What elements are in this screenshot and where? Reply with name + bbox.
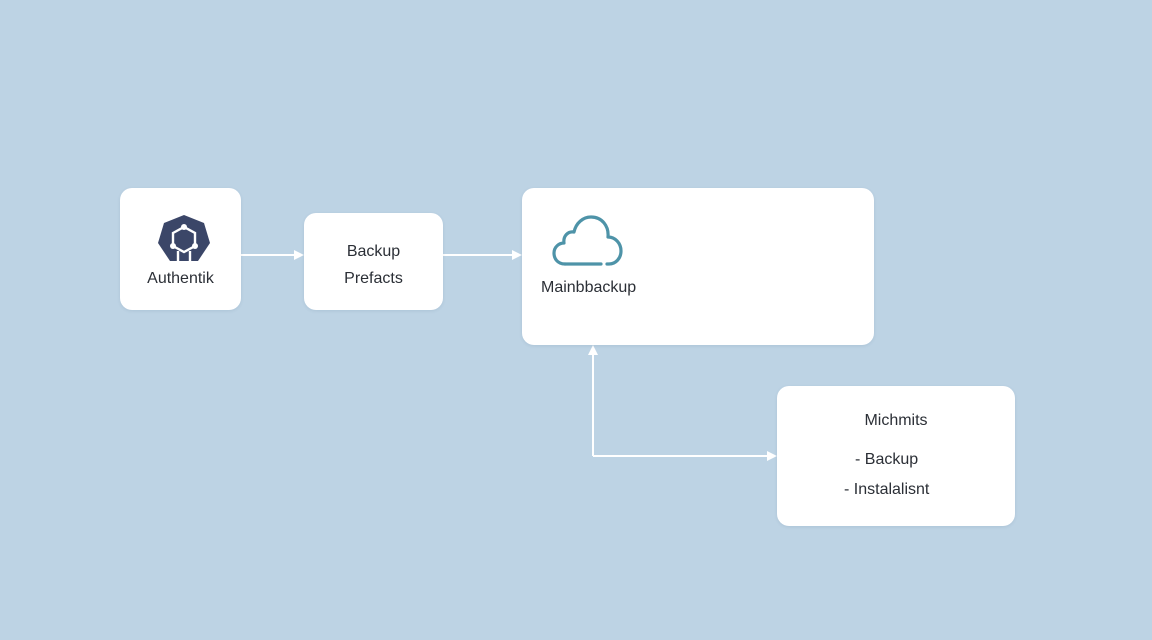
michmits-item-instalalisnt: - Instalalisnt [844, 481, 930, 498]
authentik-label: Authentik [147, 270, 214, 287]
michmits-item-backup: - Backup [855, 451, 919, 468]
michmits-title: Michmits [864, 412, 928, 429]
mainbackup-label: Mainbbackup [541, 279, 637, 296]
cloud-icon [552, 215, 623, 266]
node-mainbackup[interactable] [522, 188, 874, 345]
hexagon-logo-icon [158, 215, 210, 261]
backup-prefacts-label-line1: Backup [346, 243, 401, 260]
node-backup-prefacts[interactable] [304, 213, 443, 310]
backup-prefacts-label-line2: Prefacts [344, 270, 403, 287]
node-michmits[interactable] [777, 386, 1015, 526]
